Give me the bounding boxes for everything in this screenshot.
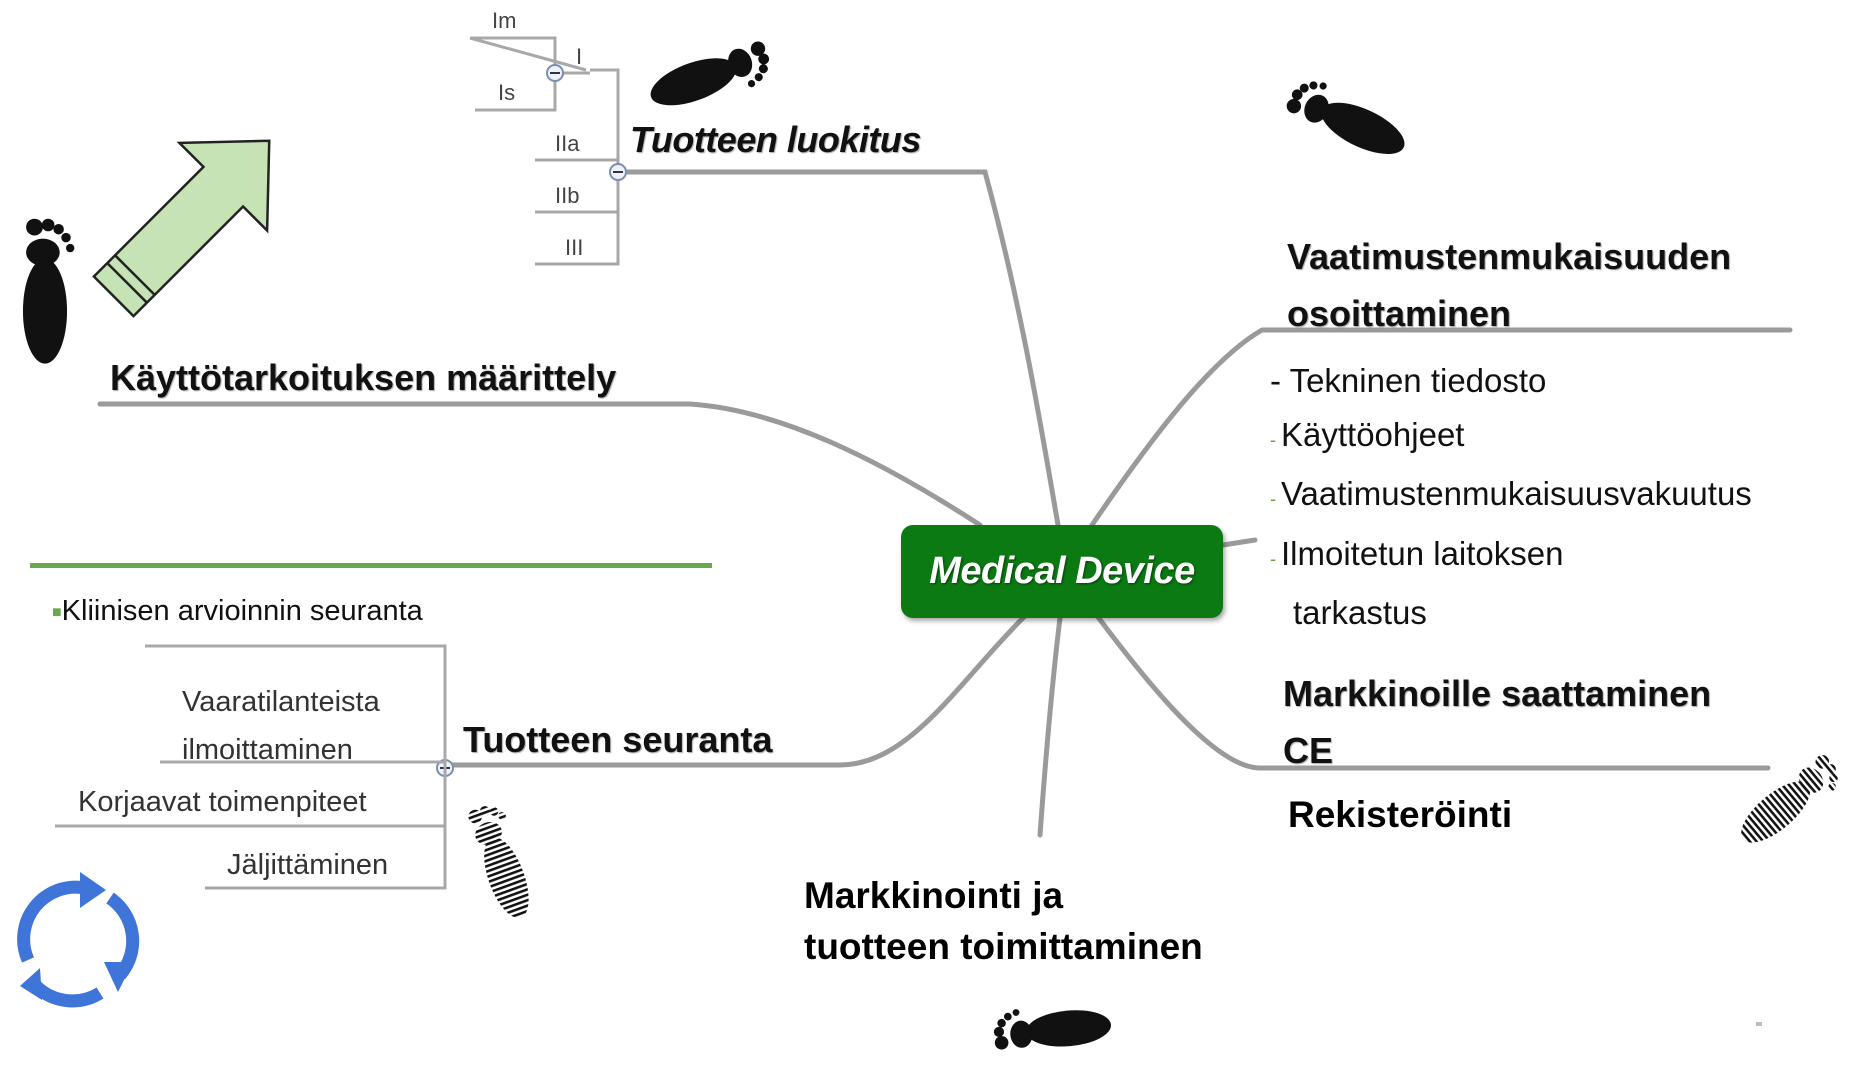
class-sub-label[interactable]: Im bbox=[492, 8, 517, 33]
topic-conformity-line1: Vaatimustenmukaisuuden bbox=[1287, 236, 1732, 277]
topic-registration[interactable]: Rekisteröinti bbox=[1288, 794, 1513, 835]
classification-tree bbox=[469, 36, 620, 266]
side-note: ■Kliinisen arvioinnin seuranta bbox=[52, 597, 423, 626]
topic-classification[interactable]: Tuotteen luokitus bbox=[630, 119, 921, 160]
class-label[interactable]: I bbox=[576, 44, 583, 69]
connector-intended-use bbox=[97, 401, 983, 528]
dash-marker: - bbox=[1270, 362, 1290, 399]
conformity-item[interactable]: - Käyttöohjeet bbox=[1270, 415, 1465, 453]
topic-conformity-line2: osoittaminen bbox=[1287, 293, 1512, 334]
footprint-icon bbox=[464, 800, 541, 924]
topic-market-placement-line1: Markkinoille saattaminen bbox=[1283, 673, 1712, 714]
collapse-toggles bbox=[436, 64, 627, 777]
dash-marker: - bbox=[1270, 489, 1281, 509]
conformity-items: - Tekninen tiedosto - Käyttöohjeet - Vaa… bbox=[1270, 354, 1752, 640]
topic-marketing-line1: Markkinointi ja bbox=[804, 875, 1064, 916]
central-topic-label: Medical Device bbox=[929, 550, 1195, 592]
class-label[interactable]: IIa bbox=[555, 131, 580, 156]
up-arrow-icon bbox=[92, 139, 271, 318]
conformity-item-continuation: tarkastus bbox=[1293, 594, 1427, 631]
topic-conformity[interactable]: Vaatimustenmukaisuuden osoittaminen bbox=[1287, 228, 1731, 342]
connector-market bbox=[1095, 614, 1771, 771]
conformity-item[interactable]: - Ilmoitetun laitoksen bbox=[1270, 534, 1564, 572]
class-label[interactable]: IIb bbox=[555, 183, 580, 208]
topic-marketing-line2: tuotteen toimittaminen bbox=[804, 926, 1203, 967]
cycle-arrowheads bbox=[20, 872, 133, 1000]
topic-market-placement[interactable]: Markkinoille saattaminen CE bbox=[1283, 665, 1711, 779]
footprint-icon bbox=[644, 36, 777, 121]
bullet-marker: ■ bbox=[52, 604, 62, 621]
surveillance-tree bbox=[55, 644, 447, 890]
section-divider bbox=[30, 563, 712, 568]
footprint-icon bbox=[22, 218, 75, 364]
footprint-icon bbox=[992, 1000, 1113, 1053]
surveillance-sub-item[interactable]: Vaaratilanteista ilmoittaminen bbox=[182, 686, 380, 766]
connector-conformity-items bbox=[1220, 537, 1258, 548]
surveillance-sub-item[interactable]: Jäljittäminen bbox=[227, 849, 389, 881]
branch-connectors bbox=[97, 169, 1793, 838]
central-topic[interactable]: Medical Device bbox=[901, 525, 1223, 618]
side-note-text: Kliinisen arvioinnin seuranta bbox=[61, 595, 423, 627]
conformity-item[interactable]: - Tekninen tiedosto bbox=[1270, 362, 1547, 399]
dash-marker: - bbox=[1270, 548, 1281, 569]
conformity-item[interactable]: - Vaatimustenmukaisuusvakuutus bbox=[1270, 475, 1752, 512]
topic-surveillance[interactable]: Tuotteen seuranta bbox=[463, 719, 773, 760]
topic-market-placement-line2: CE bbox=[1283, 730, 1334, 771]
connector-surveillance bbox=[447, 613, 1028, 768]
connector-marketing bbox=[1037, 615, 1063, 838]
surveillance-sub-item[interactable]: Korjaavat toimenpiteet bbox=[78, 786, 367, 818]
topic-intended-use[interactable]: Käyttötarkoituksen määrittely bbox=[110, 357, 617, 398]
connector-classification bbox=[617, 169, 1061, 528]
dash-marker: - bbox=[1270, 429, 1281, 450]
class-sub-label[interactable]: Is bbox=[498, 80, 516, 105]
connector-conformity bbox=[1089, 327, 1793, 528]
class-label[interactable]: III bbox=[565, 235, 584, 260]
topic-marketing[interactable]: Markkinointi ja tuotteen toimittaminen bbox=[804, 870, 1203, 972]
footprint-icon bbox=[1283, 72, 1415, 165]
